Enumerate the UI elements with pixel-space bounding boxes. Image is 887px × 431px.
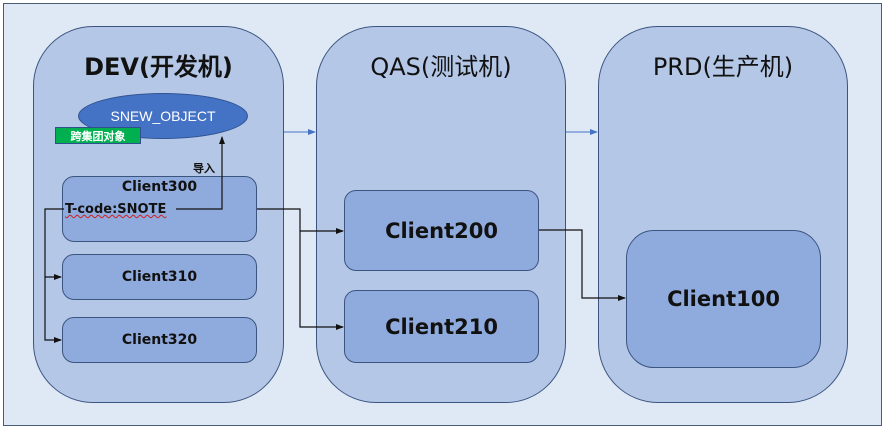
client-node-100-label: Client100 xyxy=(667,287,780,311)
client-node-210: Client210 xyxy=(344,290,539,363)
client-node-310-label: Client310 xyxy=(121,269,198,285)
env-qas-title: QAS(测试机) xyxy=(370,53,512,81)
import-label: 导入 xyxy=(193,162,215,175)
client-node-300-label: Client300 xyxy=(121,179,198,195)
env-prd-title: PRD(生产机) xyxy=(652,53,794,81)
client-node-320-label: Client320 xyxy=(121,332,198,348)
client-node-200-label: Client200 xyxy=(385,218,498,243)
client-node-200: Client200 xyxy=(344,190,539,271)
client-node-210-label: Client210 xyxy=(385,314,498,339)
client-node-310: Client310 xyxy=(62,254,257,300)
client-node-300: Client300 xyxy=(62,176,257,242)
env-dev-title: DEV(开发机) xyxy=(84,53,233,81)
tcode-snote-label: T-code:SNOTE xyxy=(65,202,167,217)
cross-client-object-tag: 跨集团对象 xyxy=(55,127,141,144)
snew-object-label: SNEW_OBJECT xyxy=(110,108,216,124)
client-node-320: Client320 xyxy=(62,317,257,363)
client-node-100: Client100 xyxy=(626,230,821,368)
